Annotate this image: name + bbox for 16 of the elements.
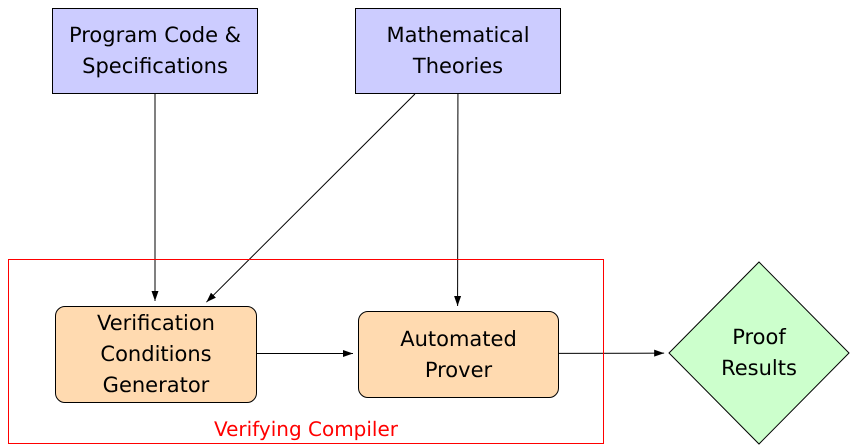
input-box: [355, 8, 561, 94]
node-label: Program Code & Specifications: [68, 22, 242, 80]
arrow: [454, 94, 462, 306]
group-label: Verifying Compiler: [214, 418, 398, 441]
arrow: [256, 350, 354, 357]
input-box: [52, 8, 258, 94]
group-frame: [8, 259, 604, 444]
node-label: Mathematical Theories: [385, 22, 531, 80]
arrow: [152, 94, 158, 302]
node-label: Proof Results: [720, 324, 798, 382]
process-box: [358, 311, 559, 398]
arrow: [206, 94, 416, 303]
node-label: Automated Prover: [399, 326, 518, 384]
arrow: [558, 350, 665, 357]
process-box: [55, 306, 257, 403]
node-label: Verification Conditions Generator: [96, 310, 216, 399]
